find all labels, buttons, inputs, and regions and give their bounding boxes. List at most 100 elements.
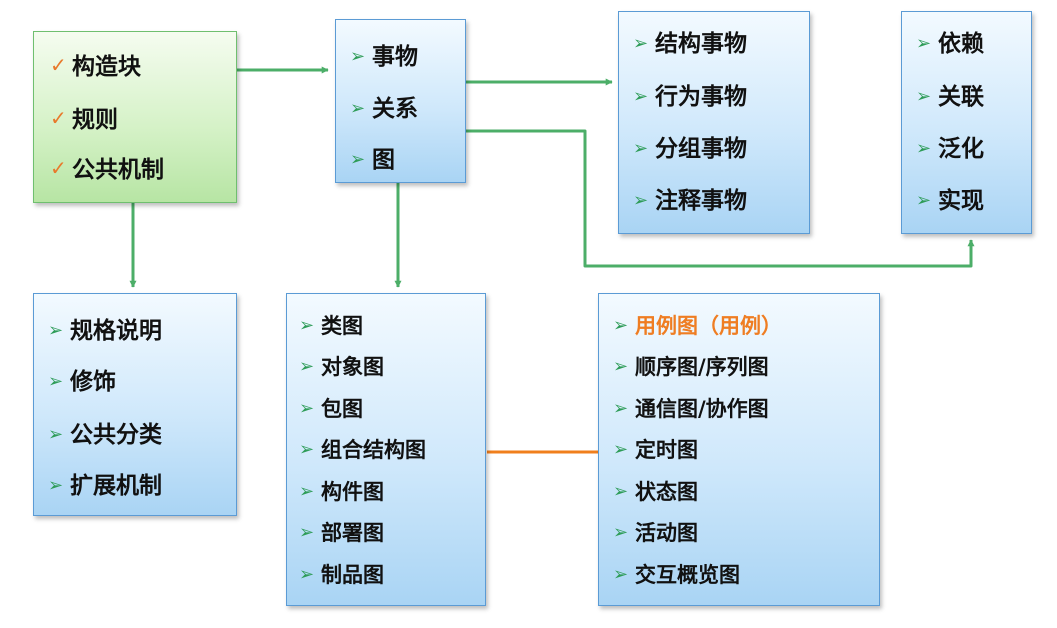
box-item: ➢ 活动图 — [613, 523, 698, 544]
triangle-bullet-icon: ➢ — [48, 424, 64, 445]
triangle-bullet-icon: ➢ — [299, 481, 315, 502]
box-item-label: 图 — [372, 147, 395, 173]
box-item-label: 修饰 — [70, 369, 116, 395]
box-item: ➢ 规格说明 — [48, 320, 162, 343]
building-elements-box: ✓构造块 ✓规则 ✓公共机制 — [33, 31, 237, 203]
triangle-bullet-icon: ➢ — [916, 86, 932, 107]
box-item-label: 对象图 — [321, 355, 384, 379]
box-item: ➢图 — [350, 149, 395, 172]
box-item-label: 部署图 — [321, 521, 384, 545]
box-item: ➢ 结构事物 — [633, 33, 747, 56]
relations-box: ➢ 依赖 ➢ 关联 ➢ 泛化 ➢ 实现 — [901, 11, 1032, 234]
box-item-label: 注释事物 — [655, 188, 747, 214]
box-item-label: 顺序图/序列图 — [635, 355, 769, 379]
box-item-label: 构件图 — [321, 480, 384, 504]
box-item-label: 定时图 — [635, 438, 698, 462]
checkmark-icon: ✓ — [50, 156, 67, 180]
diagrams-box-b: ➢ 用例图（用例） ➢ 顺序图/序列图 ➢通信图/协作图 ➢ 定时图 ➢ 状态图 ➢ 活动… — [598, 293, 880, 606]
box-item-label: 包图 — [321, 397, 363, 421]
box-item-label: 规格说明 — [70, 318, 162, 344]
triangle-bullet-icon: ➢ — [48, 475, 64, 496]
triangle-bullet-icon: ➢ — [613, 522, 629, 543]
box-item-label: 事物 — [372, 44, 418, 70]
box-item-label: 关系 — [372, 96, 418, 122]
box-item: ➢ 组合结构图 — [299, 440, 426, 461]
box-item-label: 泛化 — [938, 136, 984, 162]
triangle-bullet-icon: ➢ — [613, 439, 629, 460]
triangle-bullet-icon: ➢ — [613, 356, 629, 377]
box-item: ➢ 泛化 — [916, 138, 984, 161]
checkmark-icon: ✓ — [50, 53, 67, 77]
box-item-label: 状态图 — [635, 480, 698, 504]
triangle-bullet-icon: ➢ — [613, 564, 629, 585]
box-item: ➢ 定时图 — [613, 440, 698, 461]
mechanisms-box: ➢ 规格说明 ➢ 修饰 ➢ 公共分类 ➢ 扩展机制 — [33, 293, 237, 516]
blocks-box: ➢事物 ➢关系 ➢图 — [335, 19, 466, 183]
box-item: ➢ 顺序图/序列图 — [613, 357, 769, 378]
box-item: ➢ 制品图 — [299, 565, 384, 586]
triangle-bullet-icon: ➢ — [613, 481, 629, 502]
box-item-label: 规则 — [72, 107, 118, 133]
box-item: ➢ 类图 — [299, 316, 363, 337]
box-item-label: 结构事物 — [655, 31, 747, 57]
box-item: ➢ 分组事物 — [633, 138, 747, 161]
box-item: ✓规则 — [50, 108, 118, 132]
triangle-bullet-icon: ➢ — [299, 439, 315, 460]
triangle-bullet-icon: ➢ — [916, 138, 932, 159]
box-item-label: 制品图 — [321, 563, 384, 587]
box-item-label: 构造块 — [72, 54, 141, 80]
diagrams-box-a: ➢ 类图 ➢ 对象图 ➢ 包图 ➢ 组合结构图 ➢ 构件图 ➢部署图 ➢ 制品图 — [286, 293, 486, 606]
triangle-bullet-icon: ➢ — [299, 398, 315, 419]
box-item-label: 关联 — [938, 84, 984, 110]
box-item-highlighted: ➢ 用例图（用例） — [613, 316, 782, 337]
triangle-bullet-icon: ➢ — [350, 98, 366, 119]
box-item-label: 扩展机制 — [70, 473, 162, 499]
box-item-label: 类图 — [321, 314, 363, 338]
box-item-label: 行为事物 — [655, 84, 747, 110]
box-item: ➢ 关系 — [350, 98, 418, 121]
things-box: ➢ 结构事物 ➢ 行为事物 ➢ 分组事物 ➢ 注释事物 — [618, 11, 810, 234]
triangle-bullet-icon: ➢ — [613, 398, 629, 419]
triangle-bullet-icon: ➢ — [350, 46, 366, 67]
box-item-label: 公共分类 — [70, 422, 162, 448]
arrow-relationships-to-relation-types — [385, 129, 975, 268]
triangle-bullet-icon: ➢ — [633, 138, 649, 159]
box-item: ➢ 交互概览图 — [613, 565, 740, 586]
triangle-bullet-icon: ➢ — [299, 356, 315, 377]
box-item: ➢ 注释事物 — [633, 190, 747, 213]
box-item: ➢ 构件图 — [299, 482, 384, 503]
box-item: ➢ 实现 — [916, 190, 984, 213]
box-item-label: 依赖 — [938, 31, 984, 57]
box-item: ➢ 扩展机制 — [48, 475, 162, 498]
box-item: ➢ 包图 — [299, 399, 363, 420]
box-item-label: 实现 — [938, 188, 984, 214]
triangle-bullet-icon: ➢ — [350, 149, 366, 170]
box-item-label: 活动图 — [635, 521, 698, 545]
box-item: ➢ 行为事物 — [633, 86, 747, 109]
box-item: ➢ 对象图 — [299, 357, 384, 378]
triangle-bullet-icon: ➢ — [633, 86, 649, 107]
checkmark-icon: ✓ — [50, 106, 67, 130]
box-item-label: 交互概览图 — [635, 563, 740, 587]
triangle-bullet-icon: ➢ — [613, 315, 629, 336]
box-item: ➢部署图 — [299, 523, 384, 544]
box-item-label: 公共机制 — [72, 157, 164, 183]
triangle-bullet-icon: ➢ — [299, 315, 315, 336]
box-item: ➢ 公共分类 — [48, 424, 162, 447]
triangle-bullet-icon: ➢ — [48, 371, 64, 392]
box-item-label: 分组事物 — [655, 136, 747, 162]
box-item: ➢ 关联 — [916, 86, 984, 109]
triangle-bullet-icon: ➢ — [633, 33, 649, 54]
box-item: ✓公共机制 — [50, 158, 164, 182]
triangle-bullet-icon: ➢ — [916, 190, 932, 211]
box-item: ➢ 状态图 — [613, 482, 698, 503]
triangle-bullet-icon: ➢ — [916, 33, 932, 54]
triangle-bullet-icon: ➢ — [299, 564, 315, 585]
box-item-label: 组合结构图 — [321, 438, 426, 462]
triangle-bullet-icon: ➢ — [633, 190, 649, 211]
box-item: ➢ 事物 — [350, 46, 418, 69]
box-item: ➢通信图/协作图 — [613, 399, 769, 420]
triangle-bullet-icon: ➢ — [48, 320, 64, 341]
box-item: ✓构造块 — [50, 55, 141, 79]
box-item-label: 用例图（用例） — [635, 314, 782, 338]
